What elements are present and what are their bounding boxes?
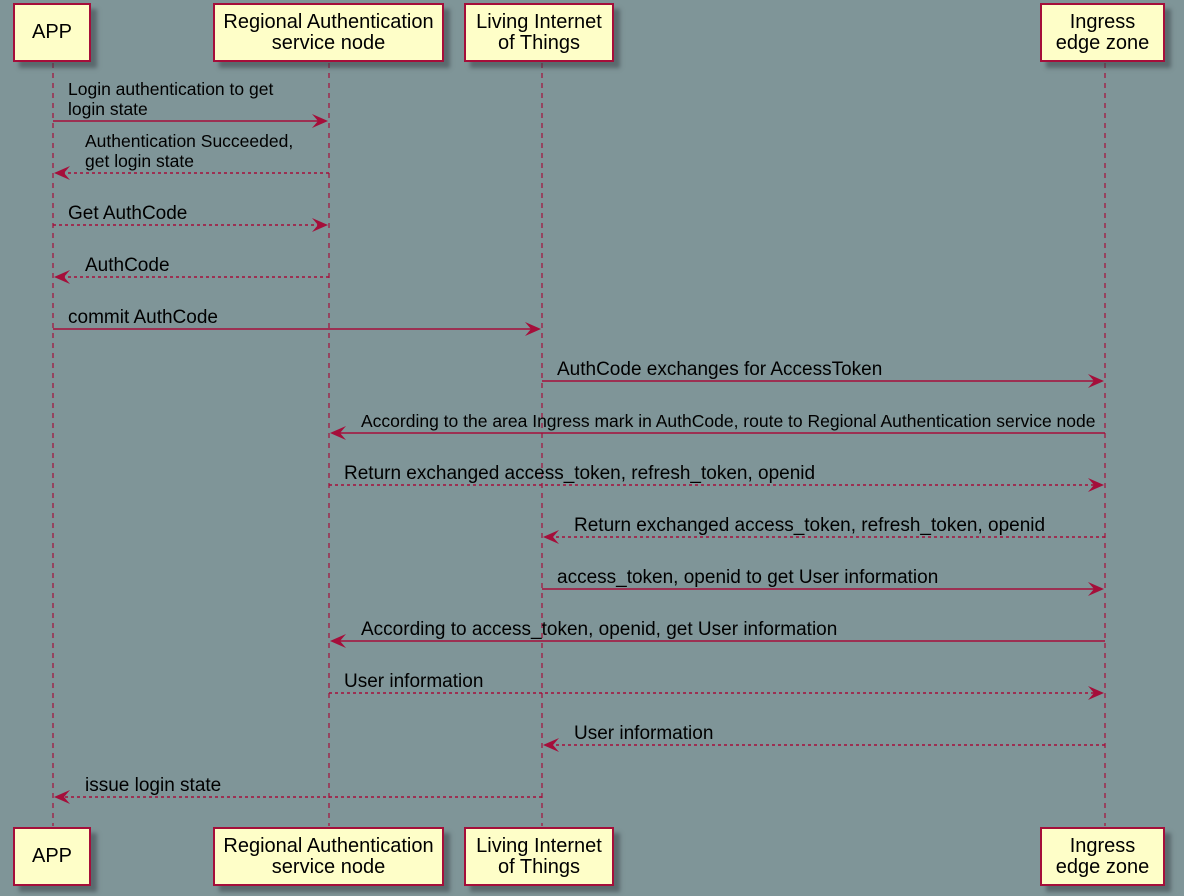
arrowhead-icon: [54, 790, 70, 804]
message-2: Authentication Succeeded,get login state: [54, 131, 329, 180]
arrowhead-icon: [1088, 582, 1104, 596]
message-3: Get AuthCode: [53, 203, 328, 232]
arrowhead-icon: [525, 322, 541, 336]
message-label: issue login state: [85, 775, 221, 796]
participant-label: Regional Authentication: [223, 834, 434, 857]
participant-label: edge zone: [1055, 855, 1150, 878]
message-6: AuthCode exchanges for AccessToken: [542, 359, 1104, 388]
participant-label: Living Internet: [476, 10, 602, 33]
participant-app-top: APP: [13, 3, 91, 62]
participant-label: Ingress: [1069, 834, 1136, 857]
participant-label: of Things: [498, 855, 580, 878]
message-12: User information: [329, 671, 1104, 700]
message-label: Get AuthCode: [68, 203, 187, 224]
message-label: AuthCode exchanges for AccessToken: [557, 359, 882, 380]
message-9: Return exchanged access_token, refresh_t…: [543, 515, 1105, 544]
arrowhead-icon: [1088, 374, 1104, 388]
arrowhead-icon: [1088, 478, 1104, 492]
message-label: access_token, openid to get User informa…: [557, 567, 938, 588]
arrowhead-icon: [54, 270, 70, 284]
participant-label: Regional Authentication: [223, 10, 434, 33]
participant-label: APP: [31, 845, 73, 867]
arrowhead-icon: [54, 166, 70, 180]
arrowhead-icon: [312, 218, 328, 232]
participant-app-bottom: APP: [13, 827, 91, 886]
message-label: get login state: [85, 151, 194, 171]
arrowhead-icon: [543, 738, 559, 752]
participant-label: edge zone: [1055, 31, 1150, 54]
participant-label: Ingress: [1069, 10, 1136, 33]
arrowhead-icon: [1088, 686, 1104, 700]
participant-label: Living Internet: [476, 834, 602, 857]
arrowhead-icon: [312, 114, 328, 128]
message-label: Authentication Succeeded,: [85, 131, 293, 151]
message-label: AuthCode: [85, 255, 170, 276]
message-7: According to the area Ingress mark in Au…: [330, 411, 1105, 440]
message-label: User information: [574, 723, 713, 744]
message-14: issue login state: [54, 775, 542, 804]
message-label: Login authentication to get: [68, 79, 273, 99]
message-11: According to access_token, openid, get U…: [330, 619, 1105, 648]
arrowhead-icon: [543, 530, 559, 544]
participant-label: service node: [271, 31, 386, 54]
message-label: According to access_token, openid, get U…: [361, 619, 837, 640]
participant-label: of Things: [498, 31, 580, 54]
message-label: commit AuthCode: [68, 307, 218, 328]
message-label: Return exchanged access_token, refresh_t…: [344, 463, 815, 484]
message-label: User information: [344, 671, 483, 692]
participant-label: APP: [31, 21, 73, 43]
message-8: Return exchanged access_token, refresh_t…: [329, 463, 1104, 492]
message-5: commit AuthCode: [53, 307, 541, 336]
message-4: AuthCode: [54, 255, 329, 284]
arrowhead-icon: [330, 426, 346, 440]
arrowhead-icon: [330, 634, 346, 648]
message-label: login state: [68, 99, 148, 119]
message-label: Return exchanged access_token, refresh_t…: [574, 515, 1045, 536]
message-label: According to the area Ingress mark in Au…: [361, 411, 1095, 431]
message-13: User information: [543, 723, 1105, 752]
message-10: access_token, openid to get User informa…: [542, 567, 1104, 596]
participant-label: service node: [271, 855, 386, 878]
